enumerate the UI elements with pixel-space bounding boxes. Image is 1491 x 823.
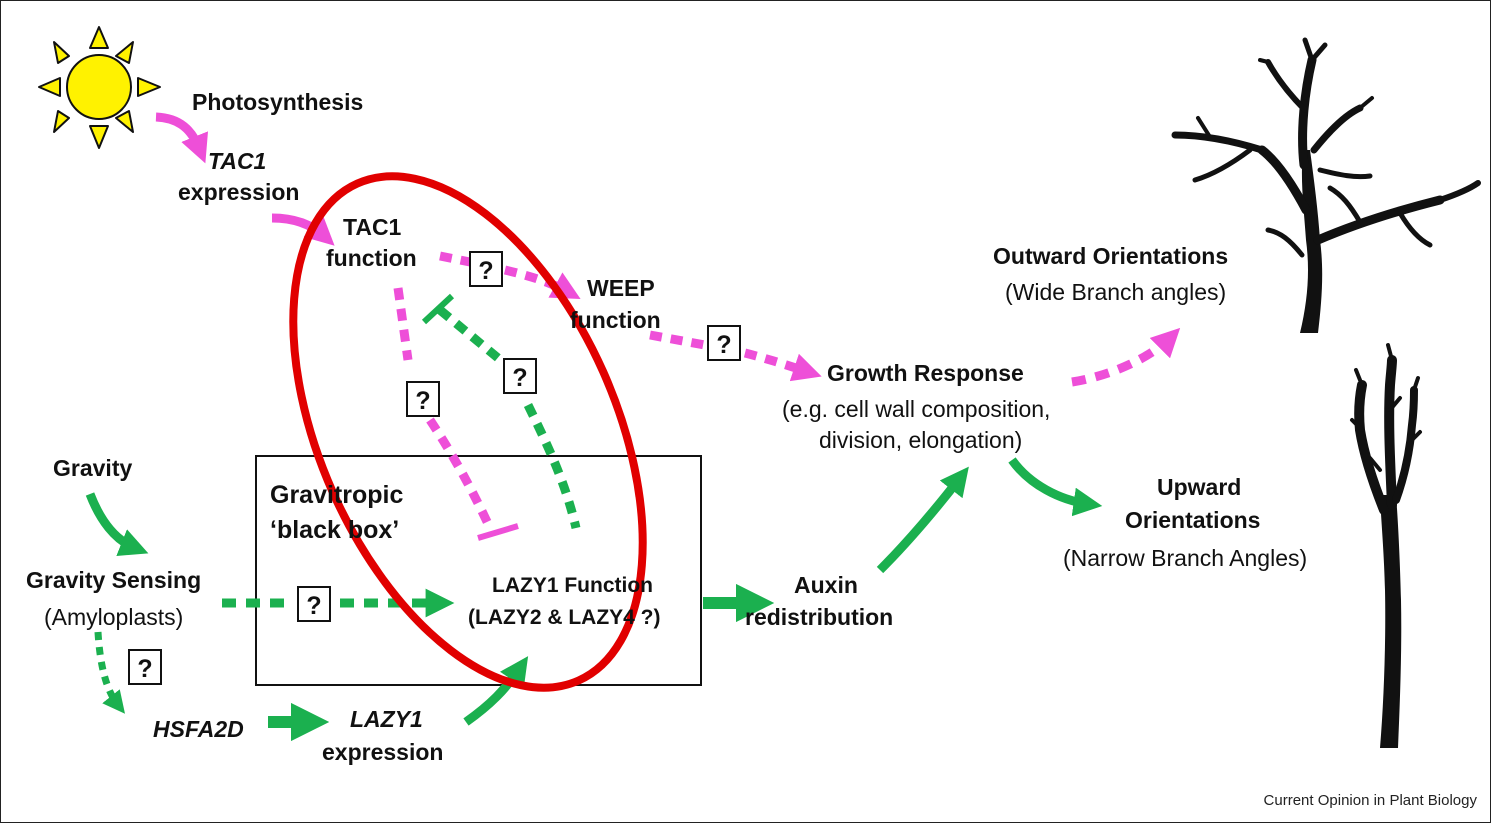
lazy1-expression-label: expression [322,739,444,765]
upward-orientations-title-2: Orientations [1125,507,1261,533]
arrow-tac1-function-to-weep [439,251,568,292]
outward-orientations-title: Outward Orientations [993,243,1229,269]
lazy1-function-label-2: (LAZY2 & LAZY4 ?) [468,606,661,629]
black-box-label-1: Gravitropic [270,481,404,509]
photosynthesis-label: Photosynthesis [192,89,364,115]
upward-orientations-title-1: Upward [1157,474,1242,500]
tac1-function-label-2: function [326,245,417,271]
arrow-growth-to-outward [1071,327,1181,387]
question-box-tac1-weep: ? [469,251,503,287]
tac1-function-label-1: TAC1 [343,214,402,240]
weep-function-label-1: WEEP [587,275,655,301]
inhibit-lazy1-bar [421,293,455,325]
inhibit-tac1-to-lazy1 [393,287,495,530]
arrow-growth-to-upward [1008,457,1103,517]
question-box-sensing-lazy1: ? [297,586,331,622]
gravitropic-black-box [255,455,702,686]
highlight-ellipse [289,172,647,692]
auxin-label-2: redistribution [745,604,894,630]
amyloplasts-label: (Amyloplasts) [44,604,184,630]
arrow-auxin-to-growth [876,466,969,574]
lazy1-expression-gene-label: LAZY1 [350,706,423,732]
arrow-tac1-expression-to-tac1-function [271,213,335,246]
inhibit-lazy1-to-tac1 [437,306,581,530]
arrow-weep-to-growth [649,330,808,372]
arrow-photosynthesis-to-tac1-expression [155,112,209,164]
gravity-sensing-label: Gravity Sensing [26,567,202,593]
question-box-lazy1-inhibit: ? [503,358,537,394]
arrow-lazy1-expression-to-lazy1-function [463,656,529,726]
upright-tree-icon [1350,343,1422,748]
arrow-sensing-to-hsfa2d [94,631,125,714]
growth-response-title: Growth Response [827,360,1024,386]
gravity-label: Gravity [53,455,133,481]
black-box-label-2: ‘black box’ [270,516,400,544]
lazy1-function-label-1: LAZY1 Function [492,574,653,597]
green-pathway [85,293,1103,742]
tac1-expression-label: expression [178,179,300,205]
growth-response-sub-1: (e.g. cell wall composition, [782,396,1051,422]
inhibit-tac1-bar [477,523,519,541]
growth-response-sub-2: division, elongation) [819,427,1023,453]
question-box-weep-growth: ? [707,325,741,361]
upward-orientations-sub: (Narrow Branch Angles) [1063,545,1308,571]
question-box-sensing-hsfa2d: ? [128,649,162,685]
arrow-gravity-to-sensing [85,492,149,557]
question-box-tac1-inhibit: ? [406,381,440,417]
journal-credit: Current Opinion in Plant Biology [1263,792,1477,809]
magenta-pathway [155,112,1181,541]
outward-orientations-sub: (Wide Branch angles) [1005,279,1227,305]
hsfa2d-label: HSFA2D [153,716,244,742]
spreading-tree-icon [1171,37,1481,333]
tac1-expression-gene-label: TAC1 [208,148,267,174]
auxin-label-1: Auxin [794,572,858,598]
sun-icon [38,26,161,149]
weep-function-label-2: function [570,307,661,333]
